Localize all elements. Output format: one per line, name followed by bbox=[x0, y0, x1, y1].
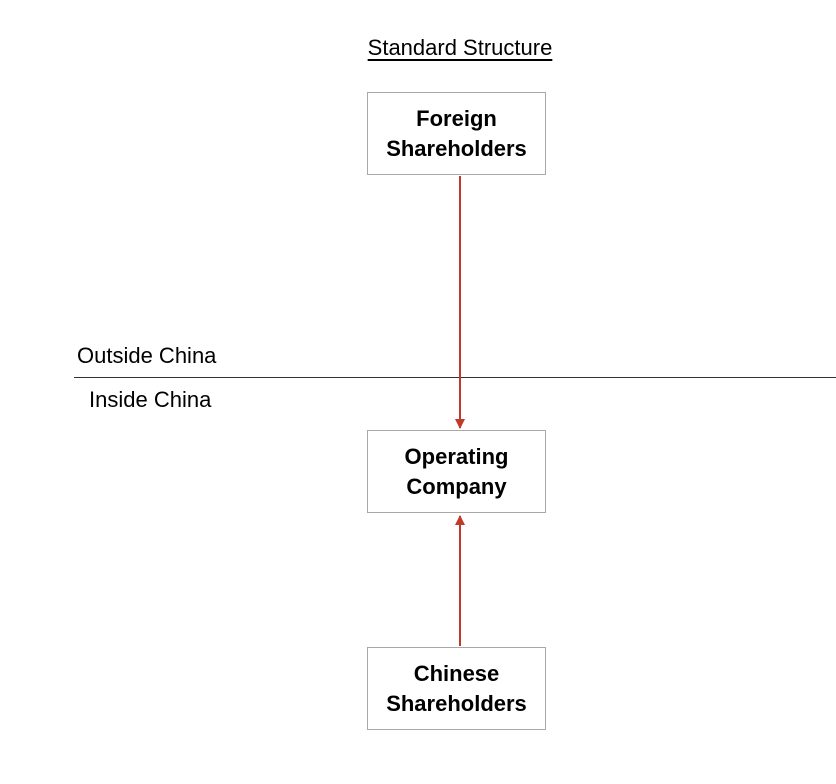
chinese-shareholders-node: Chinese Shareholders bbox=[367, 647, 546, 730]
foreign-node-line1: Foreign bbox=[416, 105, 497, 131]
foreign-shareholders-node: Foreign Shareholders bbox=[367, 92, 546, 175]
operating-node-line1: Operating bbox=[404, 443, 509, 469]
foreign-node-line2: Shareholders bbox=[386, 135, 527, 161]
china-border-divider bbox=[74, 377, 836, 378]
diagram-title: Standard Structure bbox=[367, 35, 553, 60]
inside-china-label: Inside China bbox=[89, 387, 212, 412]
chinese-node-line1: Chinese bbox=[413, 660, 500, 686]
outside-china-label: Outside China bbox=[77, 343, 217, 368]
operating-company-node: Operating Company bbox=[367, 430, 546, 513]
chinese-node-line2: Shareholders bbox=[386, 690, 527, 716]
operating-node-line2: Company bbox=[406, 473, 507, 499]
